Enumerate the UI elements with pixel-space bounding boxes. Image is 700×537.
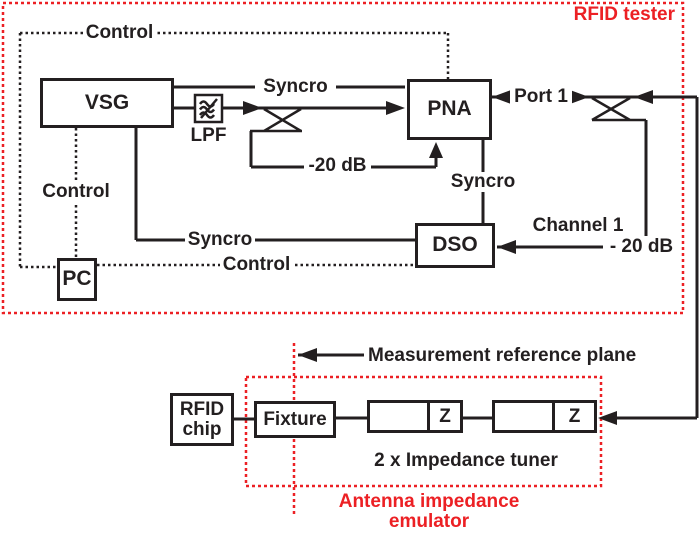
tuner-caption-label: 2 x Impedance tuner: [374, 450, 558, 471]
vsg-block: VSG: [40, 78, 174, 128]
pc-label: PC: [62, 267, 92, 291]
fixture-label: Fixture: [263, 408, 327, 430]
coupler-rx-icon: [591, 96, 646, 122]
antenna-emulator-title-line1: Antenna impedance: [338, 491, 520, 512]
impedance-tuner-1-block: Z: [367, 400, 463, 433]
rfid-chip-label-line1: RFID: [179, 398, 225, 420]
rfid-chip-label-line2: chip: [182, 418, 222, 440]
fixture-block: Fixture: [254, 401, 336, 438]
syncro-vsg-pna-label: Syncro: [255, 77, 336, 97]
antenna-emulator-title-line2: emulator: [388, 511, 470, 532]
pna-block: PNA: [407, 79, 492, 140]
pc-block: PC: [57, 258, 97, 301]
channel1-label: Channel 1: [532, 215, 624, 236]
reference-plane-label: Measurement reference plane: [368, 345, 637, 366]
tuner-1-body: [370, 403, 427, 430]
reference-plane-arrow: [298, 348, 364, 362]
tuner-2-z-label: Z: [568, 405, 581, 427]
vsg-label: VSG: [84, 90, 130, 114]
rf-wire-vsg-lpf-pna: [174, 101, 405, 115]
tuner-1-z-label: Z: [439, 405, 451, 427]
antenna-emulator-title: Antenna impedance emulator: [329, 492, 529, 532]
lpf-label: LPF: [190, 125, 227, 146]
rfid-tester-title: RFID tester: [573, 4, 675, 25]
tuner-1-z-cell: Z: [427, 403, 460, 430]
syncro-vsg-dso-label: Syncro: [185, 230, 255, 250]
control-left-label: Control: [41, 181, 111, 202]
control-top-label: Control: [84, 22, 155, 43]
lpf-filter-icon: [193, 93, 224, 124]
rfid-chip-block: RFID chip: [170, 393, 234, 446]
dso-block: DSO: [415, 223, 495, 268]
control-wire-pc-pna: [18, 31, 450, 269]
port1-label: Port 1: [510, 87, 572, 107]
dso-label: DSO: [432, 233, 478, 257]
syncro-wire-vsg-dso: [134, 128, 415, 242]
rf-wire-to-tuner: [598, 97, 699, 425]
control-bottom-label: Control: [220, 255, 293, 275]
tuner-2-body: [495, 403, 552, 430]
atten-tx-label: -20 dB: [304, 156, 371, 176]
pna-label: PNA: [427, 97, 472, 121]
coupled-wire-to-dso: [497, 120, 648, 254]
coupler-tx-icon: [250, 107, 302, 133]
antenna-emulator-boundary: [244, 375, 603, 488]
syncro-pna-dso-label: Syncro: [450, 171, 516, 192]
impedance-tuner-2-block: Z: [492, 400, 597, 433]
tuner-2-z-cell: Z: [552, 403, 594, 430]
atten-rx-label: - 20 dB: [603, 237, 680, 257]
rfid-tester-boundary: [1, 1, 685, 315]
